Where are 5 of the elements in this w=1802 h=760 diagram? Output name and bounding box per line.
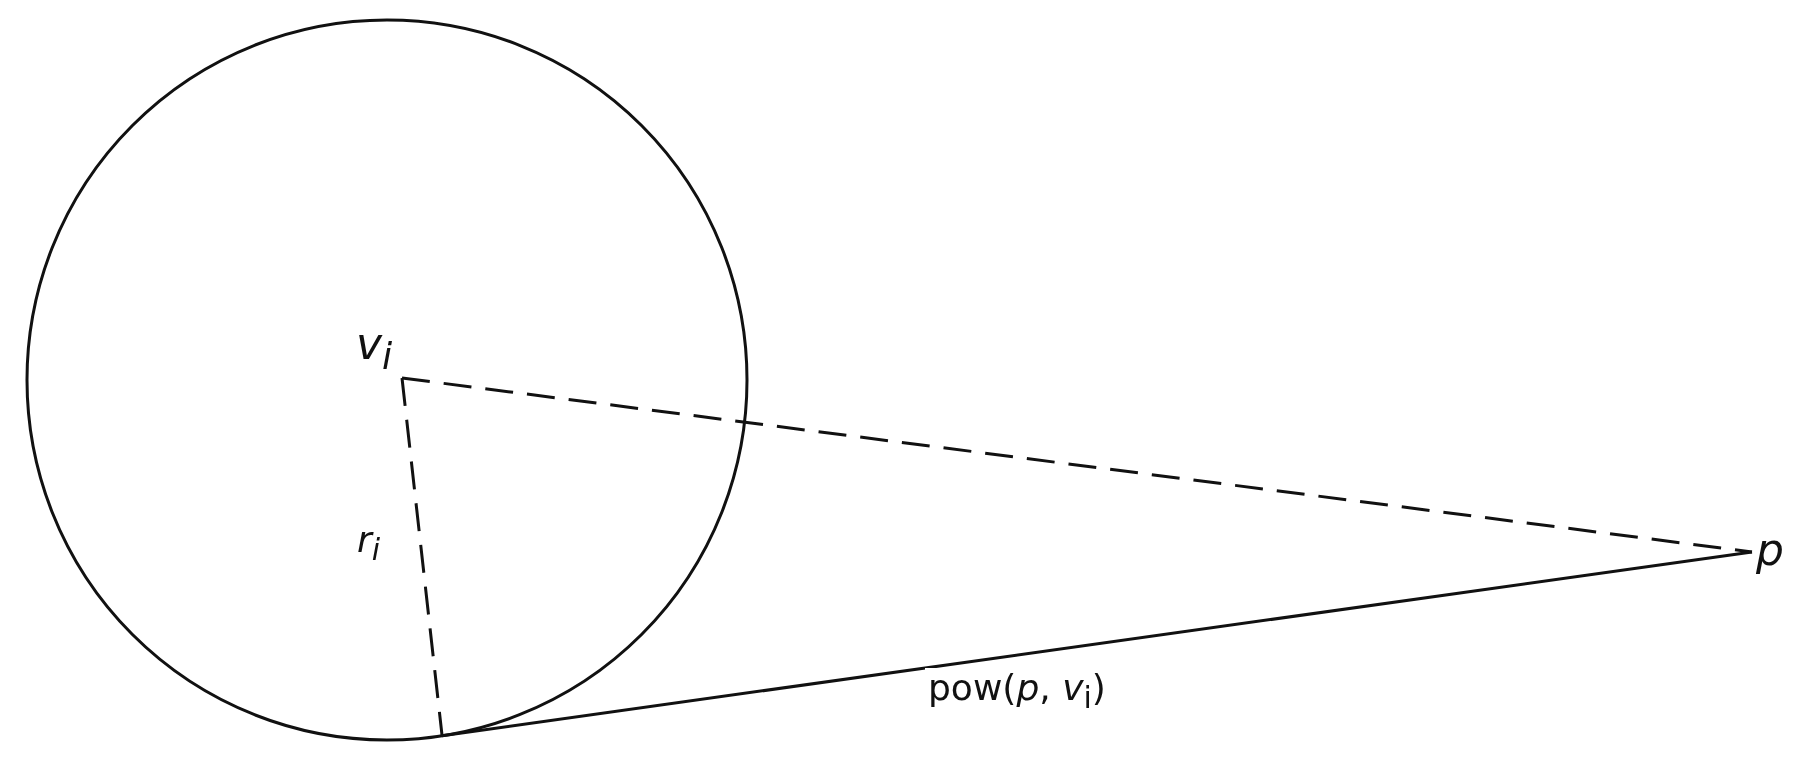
point-label: p: [1752, 528, 1792, 576]
circle-shape: [25, 18, 749, 742]
dashed-line: [400, 377, 444, 736]
dashed-line: [401, 376, 1753, 554]
point-label: v$_{i}$: [356, 318, 402, 378]
